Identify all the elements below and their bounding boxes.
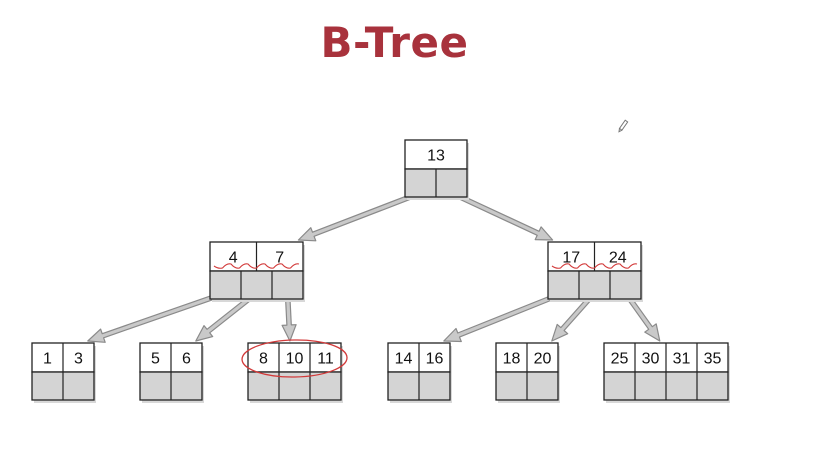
edge-root-to-left	[297, 190, 422, 242]
edge-4-7-to-1-3	[87, 290, 227, 343]
edges-layer	[87, 190, 661, 343]
node-key: 18	[503, 351, 521, 368]
node-key: 1	[43, 351, 52, 368]
node-key: 20	[534, 351, 552, 368]
edge-17-24-to-14-16	[443, 290, 565, 343]
leaf-node-14-16: 14 16	[387, 342, 452, 403]
node-key: 13	[427, 148, 445, 165]
ink-annotations-layer	[213, 263, 638, 378]
node-key: 4	[229, 250, 238, 267]
pointer-row	[209, 270, 304, 300]
node-key: 5	[151, 351, 160, 368]
ink-circle-highlight	[241, 339, 348, 378]
key-row	[247, 342, 342, 373]
pointer-row	[247, 371, 342, 401]
node-key: 14	[395, 351, 413, 368]
node-key: 8	[259, 351, 268, 368]
node-key: 6	[182, 351, 191, 368]
node-key: 35	[704, 351, 722, 368]
node-key: 11	[317, 351, 334, 368]
ink-underline-17-24	[551, 263, 638, 269]
pointer-row	[547, 270, 642, 300]
leaf-node-25-30-31-35: 25 30 31 35	[603, 342, 730, 403]
node-key: 24	[609, 250, 627, 267]
node-key: 7	[275, 250, 284, 267]
ink-underline-4-7	[213, 263, 300, 269]
node-key: 16	[426, 351, 444, 368]
node-key: 17	[562, 250, 580, 267]
node-key: 10	[286, 351, 304, 368]
slide-title: B-Tree	[320, 18, 469, 67]
root-node: 13	[404, 139, 469, 200]
node-key: 3	[74, 351, 83, 368]
pen-cursor-icon	[618, 119, 629, 133]
node-key: 25	[611, 351, 629, 368]
node-key: 30	[642, 351, 660, 368]
node-key: 31	[673, 351, 691, 368]
